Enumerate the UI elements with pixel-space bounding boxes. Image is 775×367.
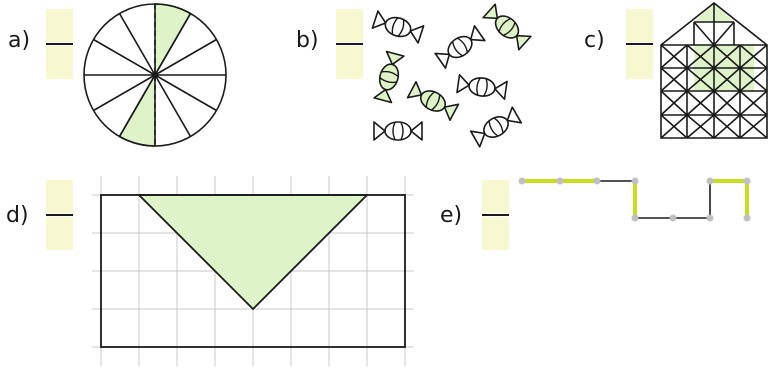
- answer-fraction-d: [46, 180, 73, 250]
- denominator-box-b[interactable]: [336, 46, 363, 79]
- shaded-triangle: [136, 194, 370, 311]
- rectangle-outline: [100, 194, 406, 348]
- answer-fraction-b: [336, 9, 363, 79]
- numerator-box-c[interactable]: [626, 9, 653, 42]
- path-dot: [706, 177, 714, 185]
- fraction-bar-a: [46, 43, 73, 45]
- denominator-box-c[interactable]: [626, 46, 653, 79]
- answer-fraction-e: [482, 180, 509, 250]
- path-dot: [518, 177, 526, 185]
- path-dot: [556, 177, 564, 185]
- path-dot: [706, 214, 714, 222]
- rectangle-grid-figure: [92, 176, 414, 366]
- candies-figure: [371, 3, 532, 148]
- answer-fraction-a: [46, 9, 73, 79]
- shaded-block: [714, 68, 754, 91]
- label-d: d): [6, 203, 29, 228]
- candy-shaded: [373, 50, 405, 104]
- denominator-box-a[interactable]: [46, 46, 73, 79]
- numerator-box-d[interactable]: [46, 180, 73, 213]
- circle-figure: [83, 3, 227, 147]
- path-dot: [669, 214, 677, 222]
- label-c: c): [584, 28, 605, 53]
- label-a: a): [8, 28, 31, 53]
- fraction-bar-c: [626, 43, 653, 45]
- label-b: b): [296, 28, 319, 53]
- path-dot: [631, 214, 639, 222]
- numerator-box-a[interactable]: [46, 9, 73, 42]
- numerator-box-b[interactable]: [336, 9, 363, 42]
- fraction-bar-d: [46, 214, 73, 216]
- candy: [456, 73, 508, 101]
- candy: [373, 121, 423, 141]
- house-grid-lines: [660, 44, 768, 139]
- path-dot: [593, 177, 601, 185]
- numerator-box-e[interactable]: [482, 180, 509, 213]
- candy-shaded: [482, 3, 532, 51]
- sector-dividers: [84, 13, 226, 137]
- answer-fraction-c: [626, 9, 653, 79]
- circle-center-dot: [151, 71, 159, 79]
- fraction-bar-e: [482, 214, 509, 216]
- candy-shaded: [406, 80, 460, 122]
- denominator-box-e[interactable]: [482, 217, 509, 250]
- segment-path-figure: [518, 177, 751, 222]
- path-dot: [743, 177, 751, 185]
- path-dot: [631, 177, 639, 185]
- path-vertices: [518, 177, 751, 222]
- candy: [469, 106, 523, 148]
- label-e: e): [440, 203, 463, 228]
- candy: [371, 10, 425, 44]
- denominator-box-d[interactable]: [46, 217, 73, 250]
- shaded-block: [714, 45, 754, 68]
- candy: [434, 25, 486, 69]
- path-dot: [743, 214, 751, 222]
- house-grid-figure: [660, 1, 768, 139]
- fraction-bar-b: [336, 43, 363, 45]
